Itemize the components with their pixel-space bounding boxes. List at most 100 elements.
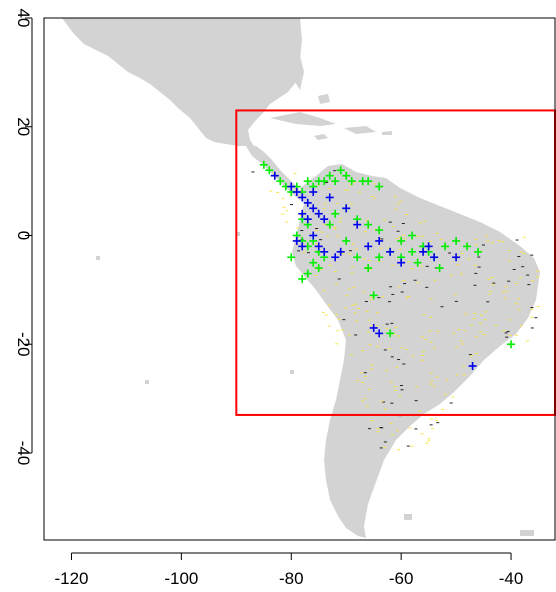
green-plus-point [320,177,329,186]
blue-plus-point [298,242,307,251]
blue-plus-point [309,231,318,240]
green-plus-point [353,253,362,262]
blue-plus-point [314,209,323,218]
blue-plus-point [369,323,378,332]
occurrence-points [259,160,516,370]
green-plus-point [314,264,323,273]
green-plus-point [325,171,334,180]
green-plus-point [375,253,384,262]
green-plus-point [463,242,472,251]
green-plus-point [375,182,384,191]
blue-plus-point [292,188,301,196]
blue-plus-point [336,247,345,256]
blue-plus-point [375,329,384,338]
bahamas-land [318,94,330,104]
island [96,256,100,260]
x-axis: -120 -100 -80 -60 -40 [54,552,524,588]
x-tick-label: -100 [164,569,198,588]
florida-land [290,56,304,90]
y-tick-label: -20 [14,332,33,357]
blue-plus-point [309,188,318,196]
blue-plus-point [303,215,312,224]
y-tick-label: 20 [14,117,33,136]
blue-plus-point [309,204,318,213]
blue-plus-point [314,242,323,251]
green-plus-point [507,340,516,349]
green-plus-point [276,177,285,186]
blue-plus-point [298,209,307,218]
blue-plus-point [325,193,334,202]
north-america-land [62,18,302,146]
jamaica-land [314,134,328,140]
blue-plus-point [331,253,340,262]
x-tick-label: -120 [54,569,88,588]
blue-plus-point [452,253,461,262]
background-noise-layer [251,170,540,451]
blue-plus-point [292,236,301,245]
green-plus-point [375,226,384,235]
blue-plus-point [397,258,406,267]
blue-plus-point [303,198,312,207]
green-plus-point [303,177,312,186]
green-plus-point [435,264,444,273]
island [404,514,412,520]
green-plus-point [397,236,406,245]
puerto-rico-land [382,131,392,135]
green-plus-point [369,291,378,300]
green-plus-point [298,275,307,283]
green-plus-point [259,160,268,169]
cuba-land [270,112,336,126]
green-plus-point [331,209,340,218]
green-plus-point [342,171,351,180]
island [145,380,149,384]
green-plus-point [386,329,395,338]
green-plus-point [364,220,373,229]
x-tick-label: -80 [279,569,304,588]
hispaniola-land [344,126,376,134]
green-plus-point [325,220,334,229]
green-plus-point [336,166,345,175]
blue-plus-point [342,204,351,213]
blue-plus-point [287,182,296,191]
blue-plus-point [386,247,395,256]
blue-plus-point [364,242,373,251]
green-plus-point [364,264,373,273]
blue-plus-point [375,236,384,245]
y-tick-label: 0 [14,231,33,240]
green-plus-point [413,258,422,267]
green-plus-point [287,253,296,262]
green-plus-point [408,247,417,256]
green-plus-point [347,177,356,186]
blue-plus-point [320,247,329,256]
south-america-land [292,164,540,538]
green-plus-point [303,269,312,278]
blue-plus-point [430,253,439,262]
island [290,370,294,374]
blue-plus-point [424,242,433,251]
blue-plus-point [270,171,279,180]
island [520,530,534,536]
landmass-layer [62,18,540,538]
x-tick-label: -60 [389,569,414,588]
blue-plus-point [419,247,428,256]
island [236,232,240,236]
blue-plus-point [320,215,329,224]
green-plus-point [441,242,450,251]
green-plus-point [309,258,318,267]
blue-plus-point [298,193,307,202]
green-plus-point [474,247,483,256]
green-plus-point [265,166,274,175]
blue-plus-point [468,362,477,370]
y-tick-label: -40 [14,441,33,466]
green-plus-point [342,236,351,245]
x-tick-label: -40 [499,569,524,588]
green-plus-point [408,231,417,240]
green-plus-point [364,177,373,186]
blue-plus-point [353,220,362,229]
y-axis: 40 20 0 -20 -40 [14,9,33,466]
green-plus-point [331,177,340,186]
green-plus-point [452,236,461,245]
plot-frame [43,17,556,541]
y-tick-label: 40 [14,9,33,28]
